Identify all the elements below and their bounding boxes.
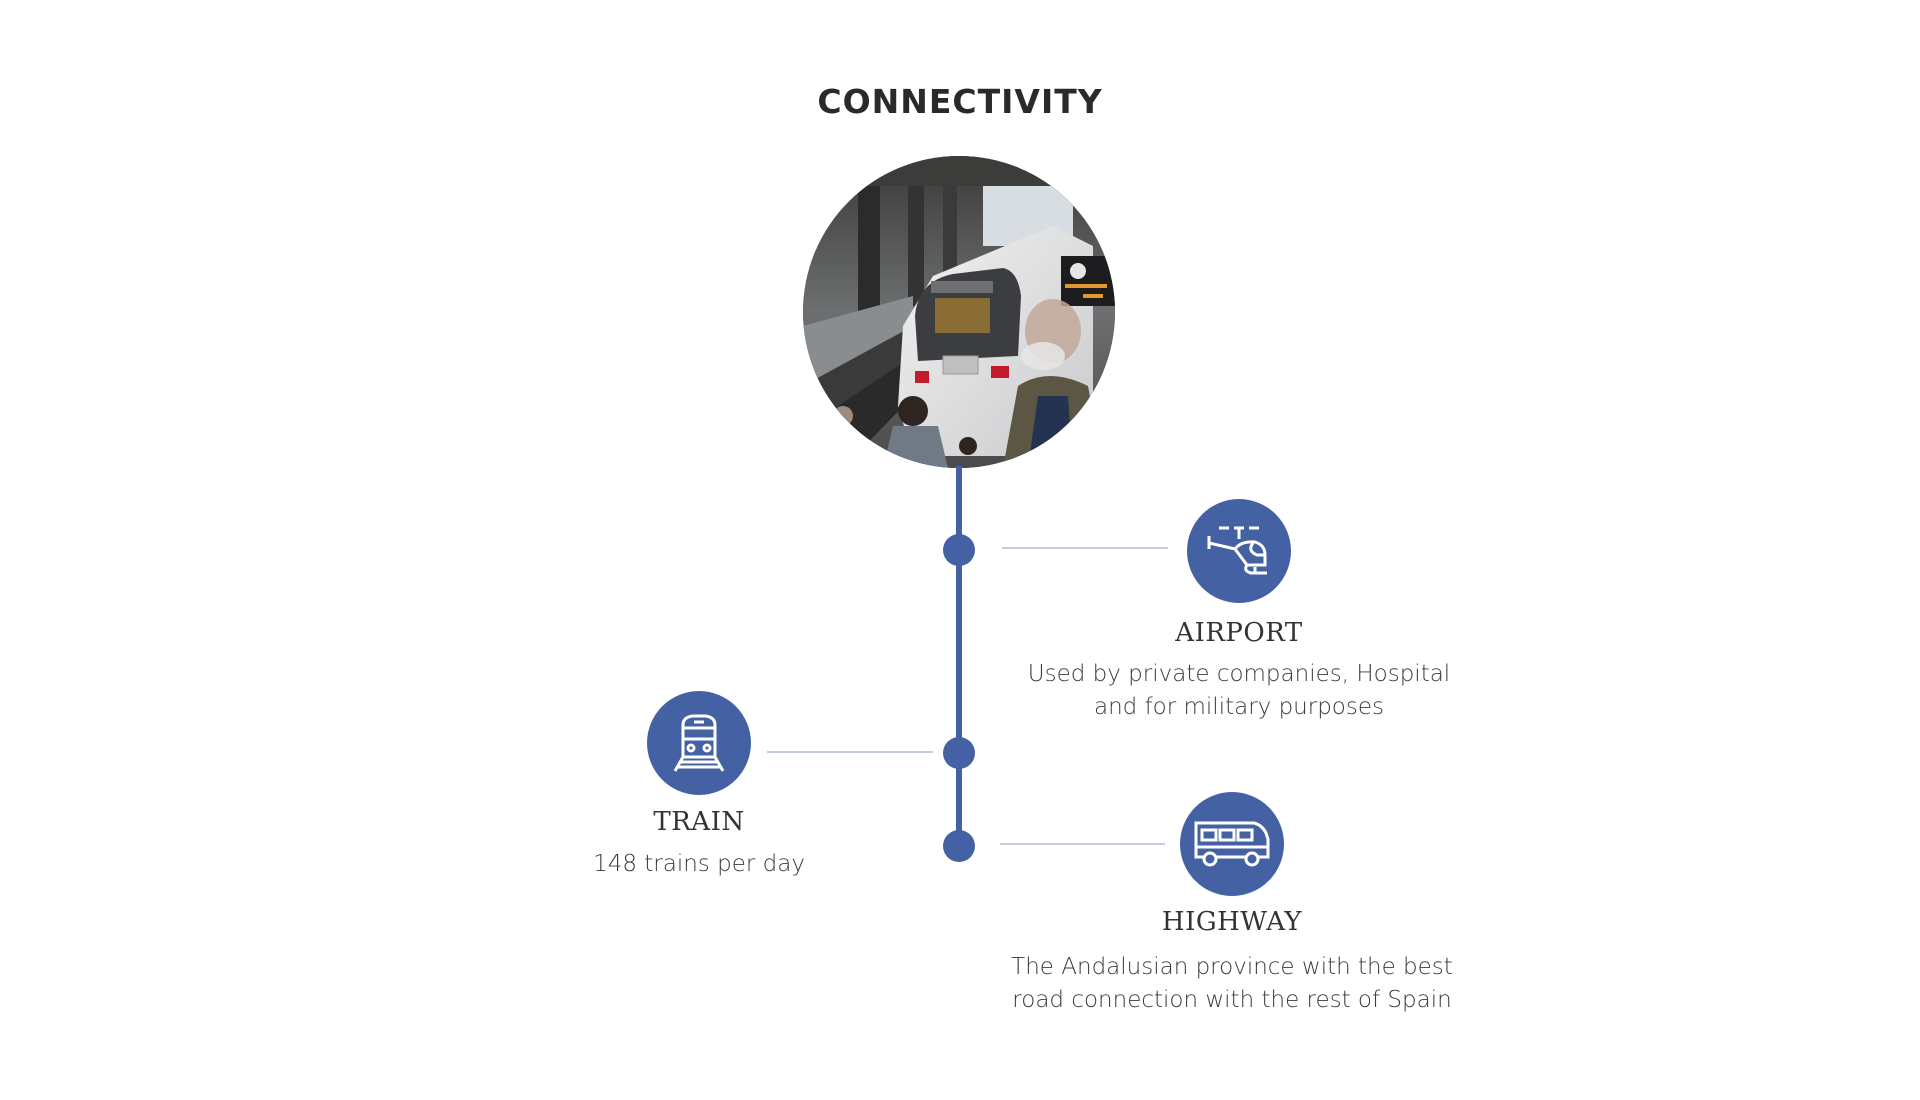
highway-description-line-1: The Andalusian province with the best	[1011, 954, 1453, 980]
train-icon-badge	[647, 691, 751, 795]
connector-train	[767, 751, 933, 753]
train-description-line-1: 148 trains per day	[593, 851, 805, 877]
hero-train-photo	[803, 156, 1115, 468]
airport-label: AIRPORT	[1175, 618, 1303, 648]
connector-airport	[1002, 547, 1168, 549]
train-description: 148 trains per day	[499, 848, 899, 881]
airport-description-line-1: Used by private companies, Hospital	[1027, 661, 1451, 687]
airport-icon-badge	[1187, 499, 1291, 603]
timeline-dot-airport	[943, 534, 975, 566]
highway-description-line-2: road connection with the rest of Spain	[1012, 987, 1452, 1013]
connector-highway	[1000, 843, 1165, 845]
bus-icon	[1194, 821, 1270, 867]
helicopter-icon	[1207, 526, 1267, 575]
highway-icon-badge	[1180, 792, 1284, 896]
highway-description: The Andalusian province with the best ro…	[962, 951, 1502, 1017]
timeline-line	[956, 466, 962, 848]
page-title: CONNECTIVITY	[817, 82, 1103, 121]
highway-label: HIGHWAY	[1161, 907, 1303, 937]
timeline-dot-highway	[943, 830, 975, 862]
train-station-photo-icon	[803, 156, 1115, 468]
airport-description-line-2: and for military purposes	[1093, 694, 1384, 720]
airport-description: Used by private companies, Hospital and …	[989, 658, 1489, 724]
timeline-dot-train	[943, 737, 975, 769]
train-label: TRAIN	[653, 807, 745, 837]
train-icon	[673, 714, 725, 772]
